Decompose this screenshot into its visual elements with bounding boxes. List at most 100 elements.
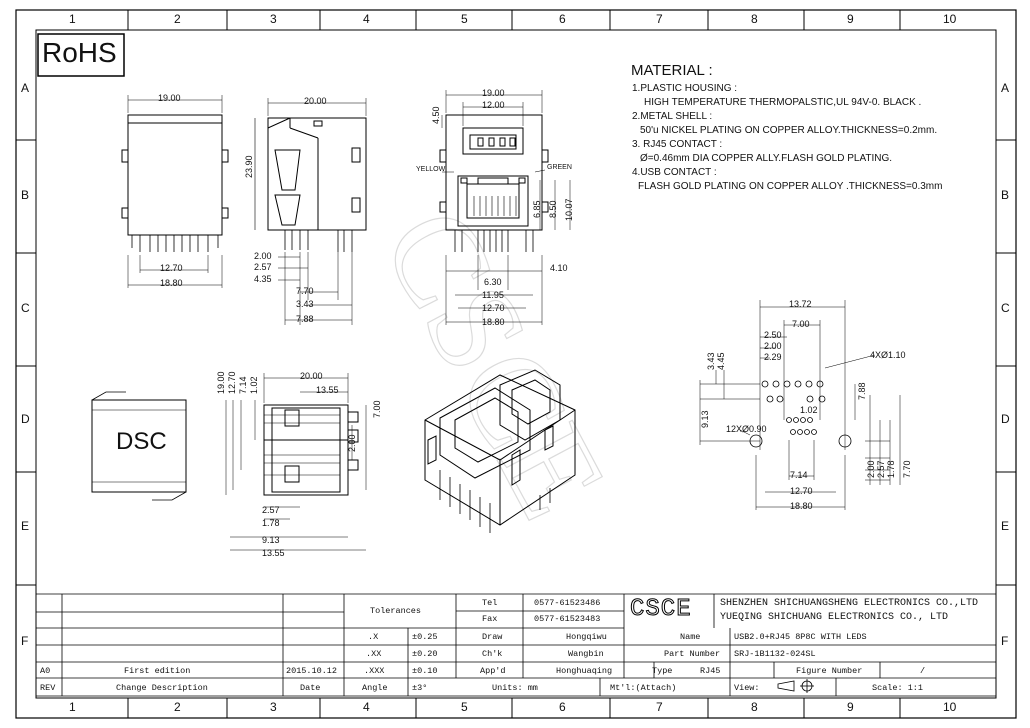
dim-pcb-w1: 13.72 bbox=[789, 299, 812, 309]
col-label-10-bottom: 10 bbox=[943, 700, 957, 714]
dim-top-b4: 13.55 bbox=[262, 548, 285, 558]
draw-value: Hongqiwu bbox=[566, 632, 607, 642]
dim-pcb-v4: 1.02 bbox=[800, 405, 818, 415]
dim-pcb-v1: 3.43 bbox=[706, 352, 716, 370]
col-label-3: 3 bbox=[270, 12, 277, 26]
company-name-1: SHENZHEN SHICHUANGSHENG ELECTRONICS CO.,… bbox=[720, 598, 979, 609]
dim-pcb-r2: 2.57 bbox=[876, 460, 886, 478]
date-header: Date bbox=[300, 683, 321, 693]
material-line-4: 50'u NICKEL PLATING ON COPPER ALLOY.THIC… bbox=[640, 125, 938, 136]
dim-front-overall: 18.80 bbox=[160, 278, 183, 288]
col-label-2-bottom: 2 bbox=[174, 700, 181, 714]
name-value: USB2.0+RJ45 8P8C WITH LEDS bbox=[734, 632, 867, 642]
dim-pcb-v2: 4.45 bbox=[716, 352, 726, 370]
dim-side-d2: 2.57 bbox=[254, 262, 272, 272]
tel-label: Tel bbox=[482, 598, 498, 608]
side-view bbox=[254, 98, 367, 325]
check-value: Wangbin bbox=[568, 649, 604, 659]
dim-top-v5: 2.00 bbox=[347, 434, 357, 452]
dsc-label: DSC bbox=[116, 428, 167, 455]
material-attach-label: Mt'l:(Attach) bbox=[610, 683, 677, 693]
approved-label: App'd bbox=[480, 666, 506, 676]
part-number-value: SRJ-1B1132-024SL bbox=[734, 649, 816, 659]
package-view bbox=[91, 391, 187, 501]
usb-front-view bbox=[439, 90, 571, 325]
dim-side-d4: 7.70 bbox=[296, 286, 314, 296]
dim-pcb-b1: 7.14 bbox=[790, 470, 808, 480]
col-label-9-bottom: 9 bbox=[847, 700, 854, 714]
tel-value: 0577-61523486 bbox=[534, 598, 601, 608]
dim-usb-h1: 4.50 bbox=[431, 106, 441, 124]
dim-pcb-w2: 7.00 bbox=[792, 319, 810, 329]
row-label-b-right: B bbox=[1001, 188, 1010, 202]
row-label-f: F bbox=[21, 634, 29, 648]
col-label-3-bottom: 3 bbox=[270, 700, 277, 714]
rev-a0: A0 bbox=[40, 666, 51, 676]
col-label-5-bottom: 5 bbox=[461, 700, 468, 714]
tol-x-value: ±0.25 bbox=[412, 632, 438, 642]
dim-top-w2: 13.55 bbox=[316, 385, 339, 395]
col-label-1: 1 bbox=[69, 12, 76, 26]
col-label-4-bottom: 4 bbox=[363, 700, 370, 714]
dim-top-v4: 1.02 bbox=[249, 376, 259, 394]
dim-front-pin-span: 12.70 bbox=[160, 263, 183, 273]
check-label: Ch'k bbox=[482, 649, 503, 659]
row-label-f-right: F bbox=[1001, 634, 1009, 648]
dim-top-v2: 12.70 bbox=[227, 371, 237, 394]
figure-number-label: Figure Number bbox=[796, 666, 863, 676]
material-title: MATERIAL : bbox=[631, 62, 713, 79]
dim-pcb-hole: 4XØ1.10 bbox=[870, 350, 906, 360]
dim-pcb-r4: 7.70 bbox=[902, 460, 912, 478]
tolerances-label: Tolerances bbox=[370, 606, 422, 616]
scale-label: Scale: 1:1 bbox=[872, 683, 924, 693]
dim-side-d1: 2.00 bbox=[254, 251, 272, 261]
type-label: Type bbox=[652, 666, 673, 676]
col-label-6-bottom: 6 bbox=[559, 700, 566, 714]
dim-side-d5: 3.43 bbox=[296, 299, 314, 309]
dim-usb-w2: 12.00 bbox=[482, 100, 505, 110]
col-label-4: 4 bbox=[363, 12, 370, 26]
rohs-mark: RoHS bbox=[42, 37, 117, 68]
material-line-7: 4.USB CONTACT : bbox=[632, 167, 717, 178]
row-label-a: A bbox=[21, 81, 30, 95]
dim-pcb-hole2: 12XØ0.90 bbox=[726, 424, 767, 434]
approved-value: Honghuaqing bbox=[556, 666, 613, 676]
material-line-1: 1.PLASTIC HOUSING : bbox=[632, 83, 738, 94]
tol-xxx-value: ±0.10 bbox=[412, 666, 438, 676]
isometric-view bbox=[424, 369, 576, 533]
dim-pcb-r3: 1.78 bbox=[886, 460, 896, 478]
rev-a0-date: 2015.10.12 bbox=[286, 666, 338, 676]
row-label-e-right: E bbox=[1001, 519, 1010, 533]
dim-pcb-b2: 12.70 bbox=[790, 486, 813, 496]
col-label-6: 6 bbox=[559, 12, 566, 26]
dim-side-d6: 7.88 bbox=[296, 314, 314, 324]
tol-xxx-label: .XXX bbox=[364, 666, 385, 676]
dim-top-v3: 7.14 bbox=[238, 376, 248, 394]
dim-pcb-v5: 9.13 bbox=[700, 410, 710, 428]
figure-number-value: / bbox=[920, 666, 926, 676]
col-label-1-bottom: 1 bbox=[69, 700, 76, 714]
dim-top-b2: 1.78 bbox=[262, 518, 280, 528]
dim-usb-w6: 12.70 bbox=[482, 303, 505, 313]
dim-usb-w1: 19.00 bbox=[482, 88, 505, 98]
dim-pcb-d2: 2.00 bbox=[764, 341, 782, 351]
angle-label: Angle bbox=[362, 683, 388, 693]
col-label-8-bottom: 8 bbox=[751, 700, 758, 714]
front-view bbox=[121, 95, 229, 288]
rev-header: REV bbox=[40, 683, 56, 693]
pcb-layout bbox=[699, 300, 901, 510]
tol-xx-value: ±0.20 bbox=[412, 649, 438, 659]
part-number-label: Part Number bbox=[664, 649, 721, 659]
dim-top-w: 20.00 bbox=[300, 371, 323, 381]
dim-usb-h4: 10.07 bbox=[564, 198, 574, 221]
dim-side-height: 23.90 bbox=[244, 155, 254, 178]
label-yellow-led: YELLOW bbox=[416, 166, 446, 173]
col-label-5: 5 bbox=[461, 12, 468, 26]
view-label: View: bbox=[734, 683, 760, 693]
row-label-a-right: A bbox=[1001, 81, 1010, 95]
col-label-10: 10 bbox=[943, 12, 957, 26]
name-label: Name bbox=[680, 632, 701, 642]
dim-front-width: 19.00 bbox=[158, 93, 181, 103]
rev-a0-description: First edition bbox=[124, 666, 191, 676]
